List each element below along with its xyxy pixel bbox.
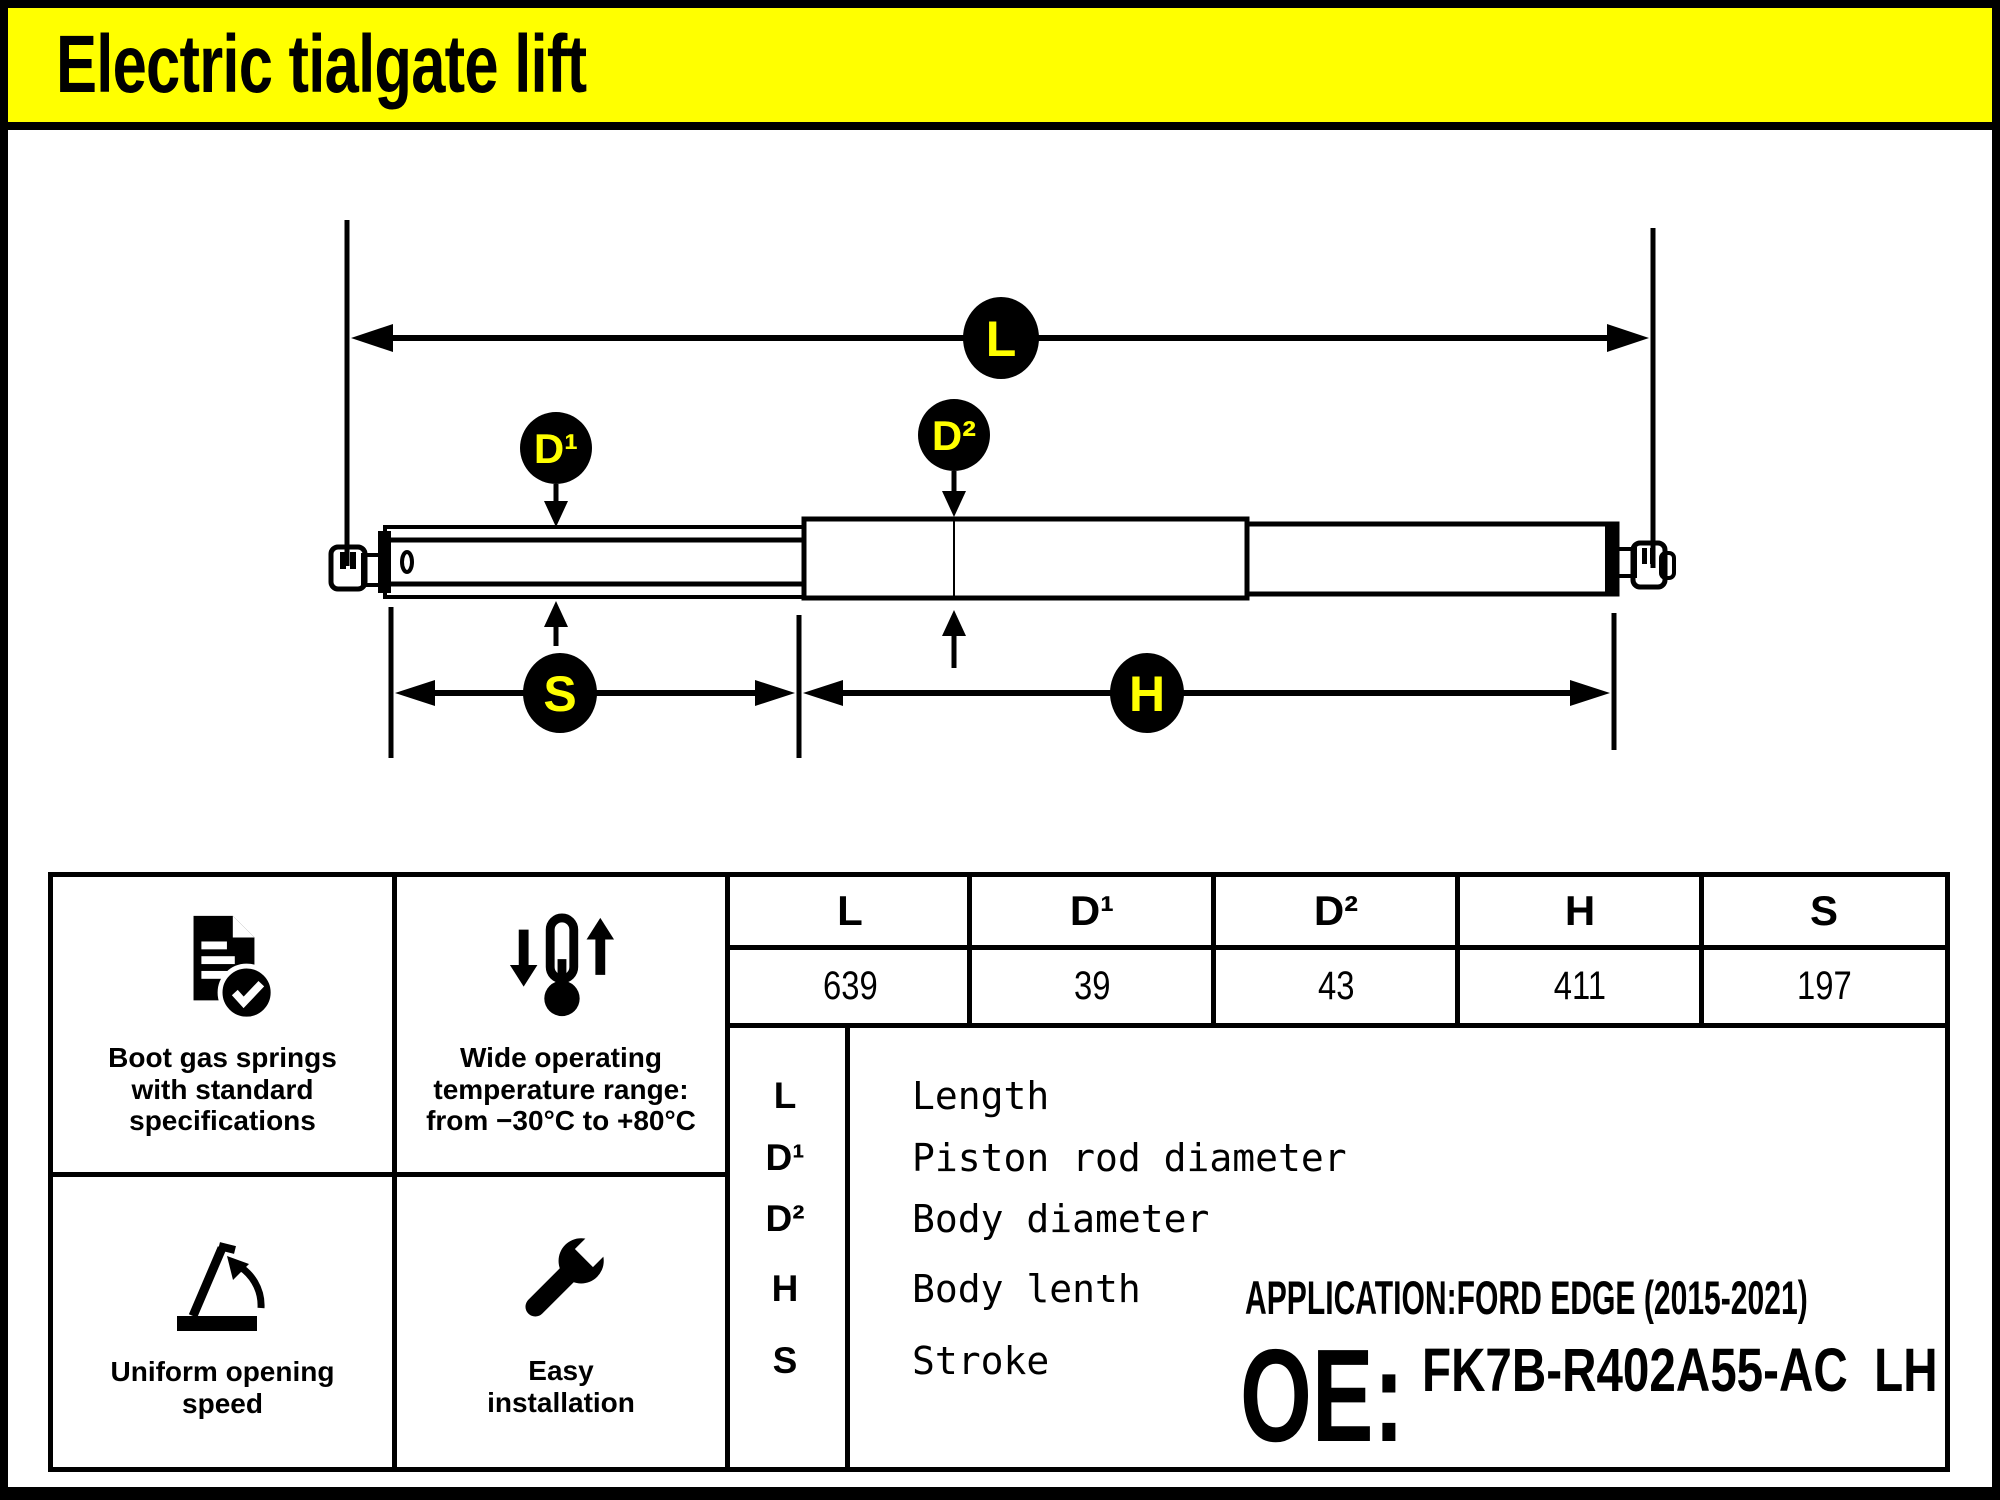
badge-L-label: L xyxy=(986,311,1017,367)
badge-D1-label: D¹ xyxy=(534,425,578,472)
badge-D2: D² xyxy=(918,399,990,471)
title-band: Electric tialgate lift xyxy=(8,8,1992,130)
spec-col-divider xyxy=(1455,872,1460,1028)
gas-spring-dimension-diagram: L D¹ D² S H xyxy=(328,220,1676,758)
spec-value-D1: 39 xyxy=(972,950,1212,1023)
legend-row: D² Body diameter xyxy=(730,1193,1830,1245)
arrowhead-right-H xyxy=(1570,680,1610,706)
badge-L: L xyxy=(963,297,1039,379)
arrowhead-right-S xyxy=(755,680,795,706)
spec-header-D1: D¹ xyxy=(1069,887,1115,934)
cylinder-body-front xyxy=(801,516,1250,601)
spec-header-D2: D² xyxy=(1313,887,1359,934)
spec-header-L: L xyxy=(837,887,863,934)
page-title: Electric tialgate lift xyxy=(56,19,587,110)
feature-cell-temperature-range: Wide operating temperature range: from −… xyxy=(397,877,725,1172)
legend-row: H Body lenth xyxy=(730,1263,1830,1315)
oe-label: OE: xyxy=(1240,1322,1405,1469)
legend-symbol: S xyxy=(772,1340,798,1381)
left-fitting-slot xyxy=(350,552,356,569)
d2-down-arrowhead xyxy=(942,491,966,517)
legend-definition: Body lenth xyxy=(912,1267,1141,1311)
badge-D1: D¹ xyxy=(520,412,592,484)
legend-row: S Stroke xyxy=(730,1335,1830,1387)
rod-port-hole xyxy=(400,550,414,574)
spec-value-H: 411 xyxy=(1460,950,1700,1023)
table-border-right xyxy=(1945,872,1950,1472)
thermometer-range-icon xyxy=(509,913,615,1016)
feature-caption: Boot gas springs with standard specifica… xyxy=(108,1041,337,1137)
d1-up-arrowhead xyxy=(544,601,568,627)
gas-spring-drawing xyxy=(328,516,1676,601)
legend-symbol: D² xyxy=(765,1198,805,1239)
arrowhead-right-L xyxy=(1607,324,1649,352)
right-fitting-slot xyxy=(1650,548,1655,564)
value-text: 39 xyxy=(1073,964,1111,1008)
left-fitting-slot xyxy=(340,552,346,569)
cylinder-body-rear xyxy=(1244,521,1620,597)
legend-definition: Length xyxy=(912,1074,1050,1118)
value-text: 411 xyxy=(1553,964,1607,1008)
badge-H-label: H xyxy=(1129,666,1165,722)
opening-angle-icon xyxy=(176,1242,265,1332)
spec-value-D2: 43 xyxy=(1216,950,1456,1023)
feature-caption: Uniform opening speed xyxy=(110,1356,335,1419)
value-text: 197 xyxy=(1796,964,1852,1008)
spec-col-divider xyxy=(1699,872,1704,1028)
feature-caption: Easy installation xyxy=(487,1355,635,1418)
legend-definition: Body diameter xyxy=(912,1197,1210,1241)
legend-symbol: H xyxy=(771,1268,799,1309)
legend-row: D¹ Piston rod diameter xyxy=(730,1132,1830,1184)
table-border-top xyxy=(48,872,1950,877)
spec-header-H: H xyxy=(1564,887,1596,934)
legend-row: L Length xyxy=(730,1070,1830,1122)
right-fitting-slot xyxy=(1642,548,1647,564)
right-end-fitting xyxy=(1630,540,1668,590)
badge-H: H xyxy=(1110,653,1184,733)
legend-symbol: L xyxy=(773,1075,797,1116)
legend-symbol: D¹ xyxy=(765,1137,805,1178)
d1-down-arrowhead xyxy=(544,501,568,527)
right-fitting-nub xyxy=(1659,551,1676,580)
spec-header-S: S xyxy=(1809,887,1838,934)
arrowhead-left-L xyxy=(351,324,393,352)
spec-col-divider xyxy=(967,872,972,1028)
legend-divider xyxy=(845,1028,850,1472)
spec-value-L: 639 xyxy=(730,950,970,1023)
feature-row-divider xyxy=(48,1172,730,1177)
badge-S: S xyxy=(523,653,597,733)
application-text: APPLICATION:FORD EDGE (2015-2021) xyxy=(1245,1271,1808,1324)
feature-caption: Wide operating temperature range: from −… xyxy=(426,1041,696,1137)
rod-end-cap xyxy=(378,531,391,593)
value-text: 43 xyxy=(1317,964,1355,1008)
feature-cell-standard-specs: Boot gas springs with standard specifica… xyxy=(53,877,392,1172)
spec-value-underline xyxy=(725,1023,1950,1028)
arrowhead-left-H xyxy=(803,680,843,706)
spec-col-divider xyxy=(1211,872,1216,1028)
spec-value-S: 197 xyxy=(1704,950,1944,1023)
arrowhead-left-S xyxy=(395,680,435,706)
document-check-icon xyxy=(193,915,276,1022)
badge-D2-label: D² xyxy=(932,412,976,459)
legend-definition: Stroke xyxy=(912,1339,1050,1383)
d2-up-arrowhead xyxy=(942,610,966,636)
wrench-icon xyxy=(525,1229,613,1317)
feature-spec-divider xyxy=(725,872,730,1472)
feature-cell-uniform-speed: Uniform opening speed xyxy=(53,1177,392,1467)
table-border-bottom xyxy=(48,1467,1950,1472)
oe-part-number: FK7B-R402A55-AC LH xyxy=(1422,1336,1938,1404)
badge-S-label: S xyxy=(543,666,576,722)
feature-cell-easy-installation: Easy installation xyxy=(397,1177,725,1467)
legend-definition: Piston rod diameter xyxy=(912,1136,1347,1180)
spec-header-underline xyxy=(725,945,1950,950)
value-text: 639 xyxy=(822,964,878,1008)
body-end-cap xyxy=(1605,526,1617,592)
